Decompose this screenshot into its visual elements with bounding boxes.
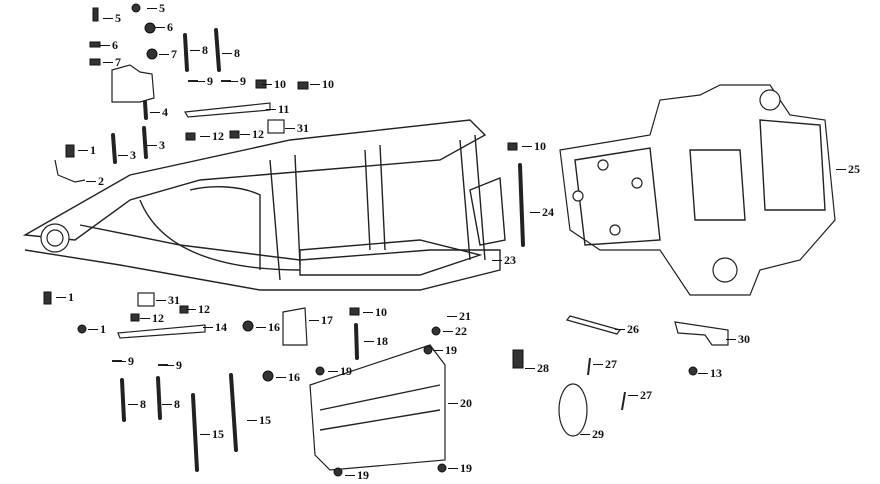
engine <box>559 84 836 296</box>
callout-part-12[interactable]: 12 <box>140 311 164 325</box>
callout-part-15[interactable]: 15 <box>200 427 224 441</box>
callout-part-27[interactable]: 27 <box>628 388 652 402</box>
callout-part-8[interactable]: 8 <box>128 397 146 411</box>
bolts <box>111 28 525 472</box>
main-frame <box>22 119 506 291</box>
callout-part-31[interactable]: 31 <box>156 293 180 307</box>
callout-part-10[interactable]: 10 <box>262 77 286 91</box>
callout-part-12[interactable]: 12 <box>186 302 210 316</box>
callout-part-31[interactable]: 31 <box>285 121 309 135</box>
cross-member-top <box>184 102 271 118</box>
bracket-30 <box>674 321 729 346</box>
callout-part-1[interactable]: 1 <box>56 290 74 304</box>
callout-part-19[interactable]: 19 <box>328 364 352 378</box>
callout-part-6[interactable]: 6 <box>155 20 173 34</box>
callout-part-18[interactable]: 18 <box>364 334 388 348</box>
callout-part-3[interactable]: 3 <box>147 138 165 152</box>
callout-part-8[interactable]: 8 <box>190 43 208 57</box>
plate-26 <box>565 315 622 335</box>
callout-part-9[interactable]: 9 <box>164 358 182 372</box>
bracket <box>111 64 155 103</box>
callout-part-23[interactable]: 23 <box>492 253 516 267</box>
callout-part-19[interactable]: 19 <box>433 343 457 357</box>
callout-part-26[interactable]: 26 <box>615 322 639 336</box>
callout-part-22[interactable]: 22 <box>443 324 467 338</box>
callout-part-1[interactable]: 1 <box>88 322 106 336</box>
callout-part-9[interactable]: 9 <box>228 74 246 88</box>
small-fasteners <box>43 3 698 477</box>
callout-part-9[interactable]: 9 <box>116 354 134 368</box>
callout-part-2[interactable]: 2 <box>86 174 104 188</box>
callout-part-4[interactable]: 4 <box>150 105 168 119</box>
callout-part-17[interactable]: 17 <box>309 313 333 327</box>
callout-part-11[interactable]: 11 <box>265 102 290 116</box>
callout-part-19[interactable]: 19 <box>345 468 369 482</box>
callout-part-16[interactable]: 16 <box>276 370 300 384</box>
callout-part-25[interactable]: 25 <box>836 162 860 176</box>
callout-part-8[interactable]: 8 <box>162 397 180 411</box>
callout-part-6[interactable]: 6 <box>100 38 118 52</box>
callout-part-15[interactable]: 15 <box>247 413 271 427</box>
callout-part-19[interactable]: 19 <box>448 461 472 475</box>
callout-part-7[interactable]: 7 <box>159 47 177 61</box>
cross-member-bottom <box>117 324 206 339</box>
callout-part-29[interactable]: 29 <box>580 427 604 441</box>
callout-part-8[interactable]: 8 <box>222 46 240 60</box>
callout-part-28[interactable]: 28 <box>525 361 549 375</box>
callout-part-9[interactable]: 9 <box>195 74 213 88</box>
callout-part-1[interactable]: 1 <box>78 143 96 157</box>
cover-29 <box>558 383 588 437</box>
callout-part-5[interactable]: 5 <box>103 11 121 25</box>
bracket-17 <box>282 307 308 346</box>
callout-part-10[interactable]: 10 <box>310 77 334 91</box>
callout-part-13[interactable]: 13 <box>698 366 722 380</box>
callout-part-30[interactable]: 30 <box>726 332 750 346</box>
callout-part-10[interactable]: 10 <box>522 139 546 153</box>
callout-part-5[interactable]: 5 <box>147 1 165 15</box>
callout-part-3[interactable]: 3 <box>118 148 136 162</box>
callout-part-12[interactable]: 12 <box>240 127 264 141</box>
callout-part-7[interactable]: 7 <box>103 55 121 69</box>
skid-plate <box>309 344 446 471</box>
callout-part-14[interactable]: 14 <box>203 320 227 334</box>
callout-part-16[interactable]: 16 <box>256 320 280 334</box>
callout-part-20[interactable]: 20 <box>448 396 472 410</box>
callout-part-10[interactable]: 10 <box>363 305 387 319</box>
callout-part-24[interactable]: 24 <box>530 205 554 219</box>
callout-part-12[interactable]: 12 <box>200 129 224 143</box>
callout-part-21[interactable]: 21 <box>447 309 471 323</box>
callout-part-27[interactable]: 27 <box>593 357 617 371</box>
